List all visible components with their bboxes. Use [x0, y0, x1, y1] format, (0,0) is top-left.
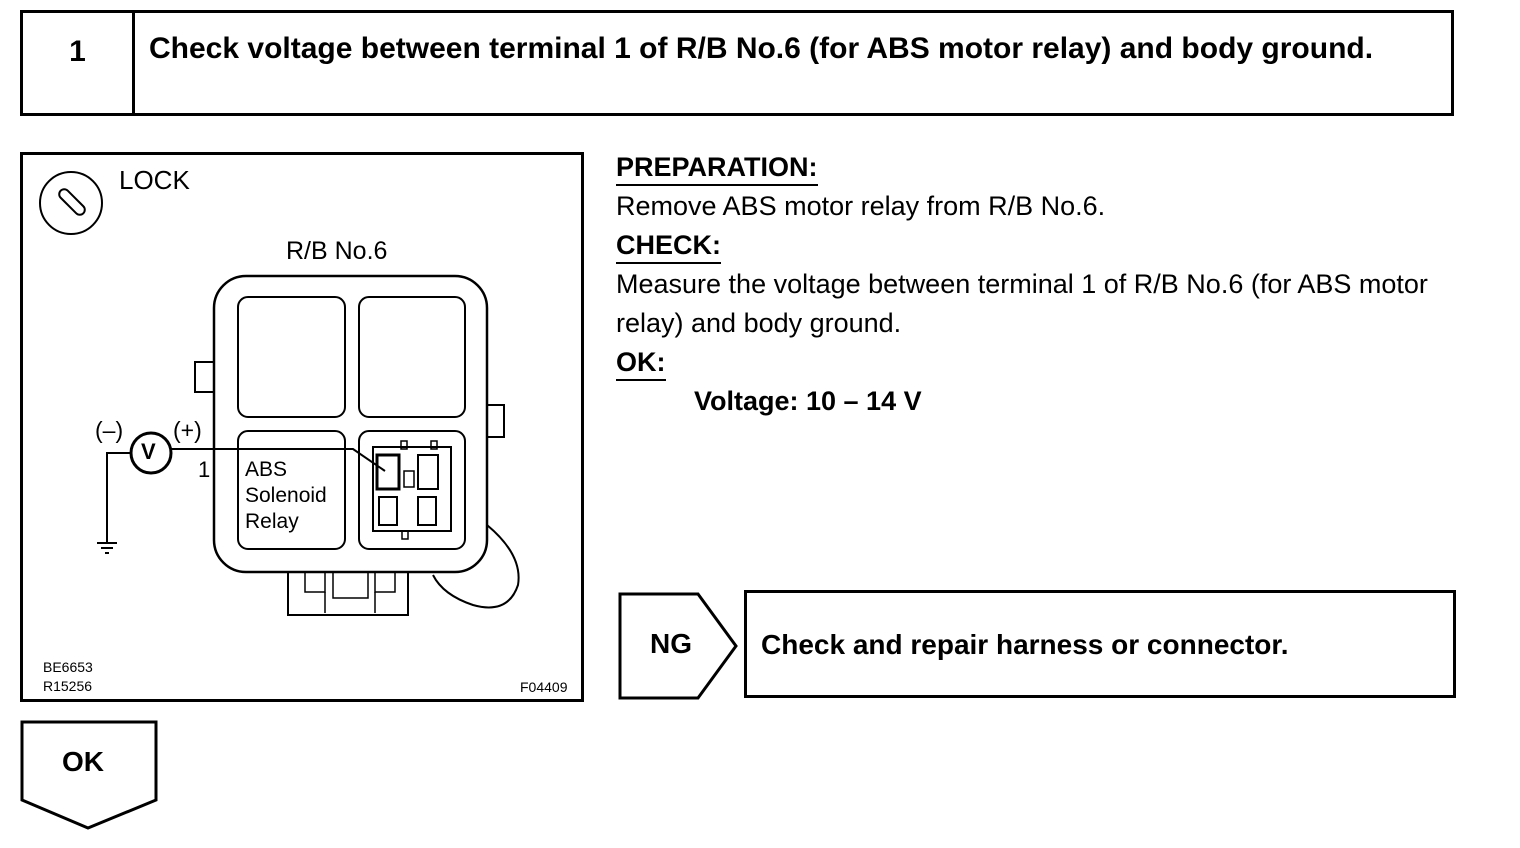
- ng-arrow-shape: [618, 592, 738, 700]
- diagram-figure: LOCK R/B No.6 (–) (+) V 1 ABS Solenoid R…: [20, 152, 584, 702]
- relay-block-label: R/B No.6: [286, 237, 388, 265]
- ok-heading: OK:: [616, 346, 666, 381]
- preparation-text: Remove ABS motor relay from R/B No.6.: [616, 191, 1106, 221]
- ignition-label: LOCK: [119, 165, 190, 195]
- voltmeter-symbol: V: [141, 439, 156, 464]
- negative-label: (–): [95, 417, 124, 443]
- ok-spec: Voltage: 10 – 14 V: [694, 386, 922, 416]
- check-text: Measure the voltage between terminal 1 o…: [616, 269, 1428, 338]
- relay-cell-label: ABS Solenoid Relay: [245, 458, 327, 533]
- ok-arrow-shape: [20, 720, 158, 830]
- relay-block-diagram: [39, 171, 520, 616]
- figure-code-right: F04409: [520, 679, 568, 695]
- step-title: Check voltage between terminal 1 of R/B …: [149, 32, 1374, 65]
- ng-label: NG: [650, 628, 692, 659]
- ng-action-box: Check and repair harness or connector.: [744, 590, 1456, 698]
- instructions: PREPARATION: Remove ABS motor relay from…: [616, 148, 1476, 421]
- positive-lead: [171, 448, 386, 472]
- negative-lead: [106, 452, 131, 543]
- step-header: 1 Check voltage between terminal 1 of R/…: [20, 10, 1454, 116]
- ground-icon: [97, 542, 117, 554]
- preparation-heading: PREPARATION:: [616, 151, 818, 186]
- figure-codes-left: BE6653 R15256: [43, 659, 93, 694]
- ignition-key-icon: [39, 171, 103, 235]
- abs-solenoid-relay-cell: [237, 430, 346, 550]
- step-number: 1: [23, 13, 135, 113]
- check-heading: CHECK:: [616, 229, 721, 264]
- terminal-number: 1: [198, 457, 211, 482]
- ok-label: OK: [62, 746, 104, 777]
- ng-action-text: Check and repair harness or connector.: [761, 629, 1289, 660]
- terminal-1: [375, 453, 401, 491]
- abs-motor-relay-socket: [358, 430, 466, 550]
- positive-label: (+): [173, 417, 202, 443]
